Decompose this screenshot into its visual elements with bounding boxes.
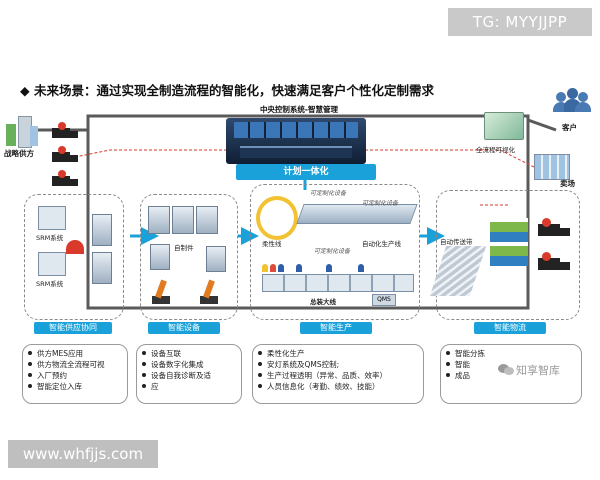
config-equip-label-top: 可定制化设备 — [310, 190, 347, 197]
store-label: 卖场 — [560, 179, 575, 188]
equipment-panel — [140, 194, 238, 320]
supply-collab-tab: 智能供应协同 — [34, 322, 112, 334]
plan-integration-tab: 计划一体化 — [236, 164, 376, 180]
cnc-machine-icon — [196, 206, 218, 234]
control-room-image — [226, 118, 366, 164]
watermark-top: TG: MYYJJPP — [448, 8, 592, 36]
truck-icon — [52, 122, 78, 140]
worker-icons — [262, 264, 402, 272]
bullet-item: 供方MES应用 — [28, 348, 127, 359]
flex-line-label: 柔性线 — [262, 240, 282, 248]
warehouse-machine-icon — [92, 214, 112, 246]
cnc-machine-icon — [206, 246, 226, 272]
wechat-watermark-text: 知享智库 — [516, 364, 560, 377]
bullet-item: 生产过程透明（异常、品质、效率） — [258, 370, 423, 381]
visualization-label: 全流程可视化 — [476, 146, 515, 154]
cnc-machine-icon — [172, 206, 194, 234]
cnc-machine-icon — [150, 244, 170, 270]
assembly-line-label: 总装大线 — [310, 298, 336, 306]
warehouse-machine-icon — [92, 252, 112, 284]
config-equip-label-mid: 可定制化设备 — [362, 200, 399, 207]
gauge-icon — [66, 240, 84, 254]
wechat-icon — [498, 364, 514, 376]
logistics-panel — [436, 190, 580, 320]
equipment-bullets-box: 设备互联 设备数字化集成 设备自我诊断及适 应 — [136, 344, 242, 404]
customer-label: 客户 — [562, 123, 577, 132]
bullet-continuation: 应 — [142, 381, 241, 392]
logistics-tab: 智能物流 — [474, 322, 546, 334]
srm-label-1: SRM系统 — [36, 234, 64, 242]
bullet-item: 设备数字化集成 — [142, 359, 241, 370]
srm-screen-icon — [38, 206, 66, 230]
customer-group-icon — [552, 88, 592, 116]
qms-badge: QMS — [372, 294, 396, 306]
bullet-item: 人员信息化（考勤、绩效、技能） — [258, 381, 423, 392]
bullet-item: 智能分拣 — [446, 348, 581, 359]
equipment-tab: 智能设备 — [148, 322, 220, 334]
production-tab: 智能生产 — [300, 322, 372, 334]
auto-line-machine — [296, 204, 418, 224]
bullet-item: 入厂预约 — [28, 370, 127, 381]
flex-line-loop-icon — [256, 196, 298, 240]
truck-icon — [538, 218, 572, 236]
bullet-item: 智能 — [446, 359, 581, 370]
auto-line-label: 自动化生产线 — [362, 240, 401, 248]
headline: ◆ 未来场景：通过实现全制造流程的智能化，快速满足客户个性化定制需求 — [20, 83, 434, 98]
central-control-title: 中央控制系统-智慧管理 — [259, 105, 339, 114]
supply-collab-panel — [24, 194, 124, 320]
srm-label-2: SRM系统 — [36, 280, 64, 288]
truck-icon — [52, 146, 78, 164]
cnc-machine-icon — [148, 206, 170, 234]
truck-icon — [52, 170, 78, 188]
bullet-item: 供方物流全流程可视 — [28, 359, 127, 370]
conveyor-label: 自动传送带 — [440, 238, 473, 246]
config-equip-label-bot: 可定制化设备 — [314, 248, 351, 255]
production-panel — [250, 184, 420, 320]
robot-arm-icon — [150, 278, 174, 304]
bullet-item: 柔性化生产 — [258, 348, 423, 359]
store-image — [534, 154, 570, 180]
watermark-bottom: www.whfjjs.com — [8, 440, 158, 468]
assembly-line-image — [262, 274, 414, 292]
production-bullets-box: 柔性化生产 安灯系统及QMS控制; 生产过程透明（异常、品质、效率） 人员信息化… — [252, 344, 424, 404]
self-made-label: 自制件 — [174, 244, 194, 252]
storage-rack-image — [490, 218, 528, 266]
truck-icon — [538, 252, 572, 270]
building-icon — [4, 112, 38, 148]
srm-screen-icon — [38, 252, 66, 276]
bullet-item: 成品 — [446, 370, 581, 381]
visualization-tablet-image — [484, 112, 524, 140]
bullet-item: 安灯系统及QMS控制; — [258, 359, 423, 370]
supply-bullets-box: 供方MES应用 供方物流全流程可视 入厂预约 智能定位入库 — [22, 344, 128, 404]
bullet-item: 智能定位入库 — [28, 381, 127, 392]
strategic-supply-label: 战略供方 — [4, 149, 34, 158]
bullet-item: 设备互联 — [142, 348, 241, 359]
robot-arm-icon — [198, 278, 222, 304]
bullet-item: 设备自我诊断及适 — [142, 370, 241, 381]
